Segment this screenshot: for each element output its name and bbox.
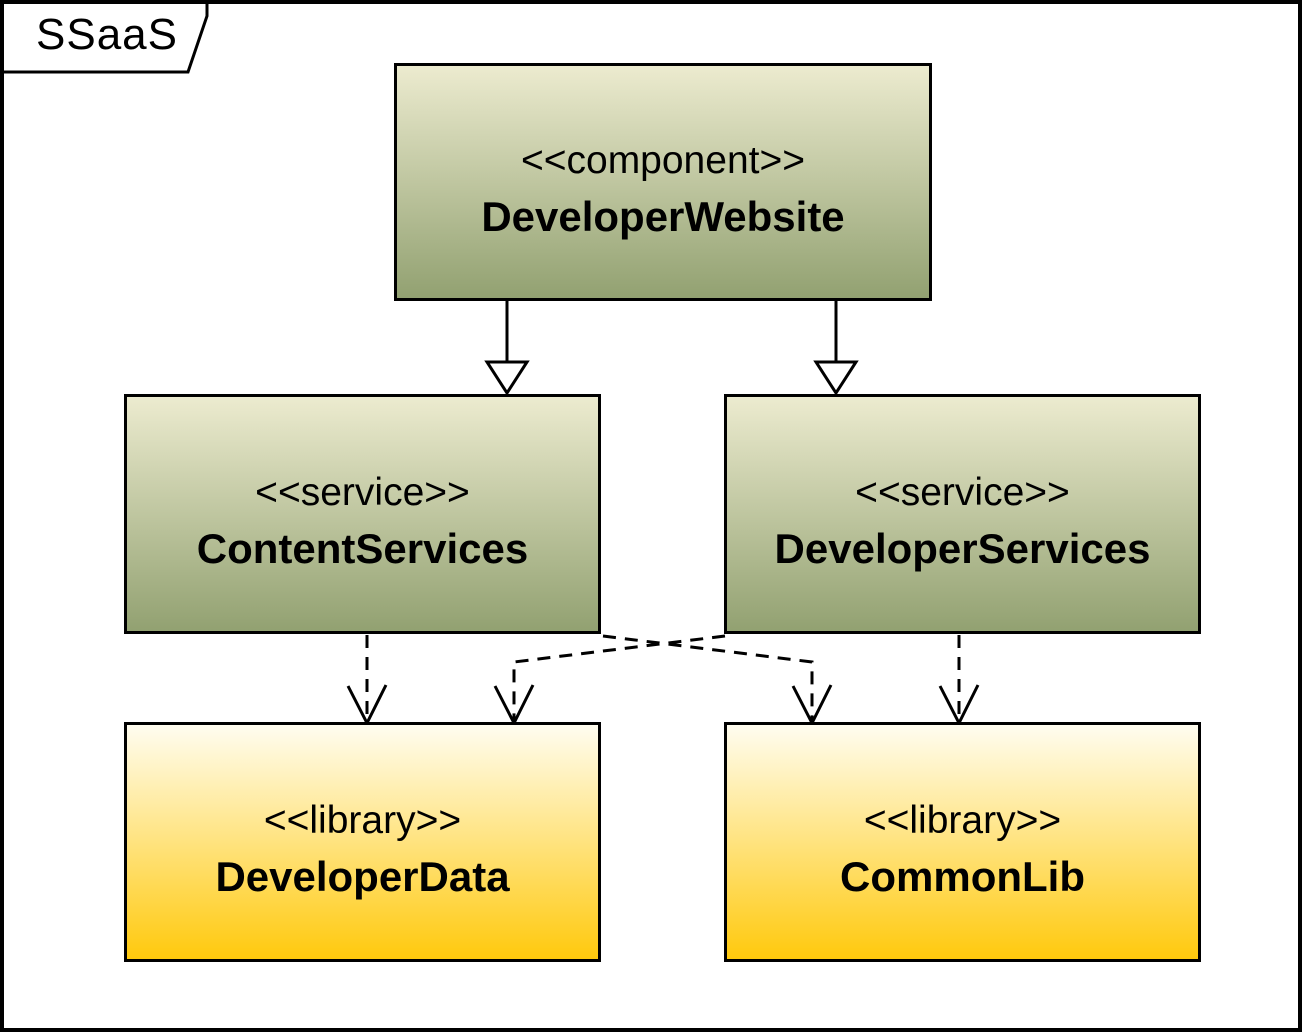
open-v-arrowhead <box>493 684 535 727</box>
node-name: DeveloperData <box>215 852 510 900</box>
node-stereotype: <<library>> <box>863 798 1062 842</box>
open-v-arrowhead <box>791 684 833 727</box>
node-stereotype: <<library>> <box>263 798 462 842</box>
edge-contentservices-commonlib <box>602 634 833 727</box>
edge-developerservices-developerdata <box>493 634 726 727</box>
node-developer-data: <<library>> DeveloperData <box>124 722 601 962</box>
open-v-arrowhead <box>938 684 980 727</box>
hollow-triangle-arrowhead <box>813 360 859 396</box>
node-name: DeveloperServices <box>774 524 1151 572</box>
edge-developerwebsite-developerservices <box>813 301 859 396</box>
edge-developerservices-commonlib <box>938 635 980 727</box>
node-developer-services: <<service>> DeveloperServices <box>724 394 1201 634</box>
node-name: ContentServices <box>196 524 529 572</box>
hollow-triangle-arrowhead <box>484 360 530 396</box>
edge-developerwebsite-contentservices <box>484 301 530 396</box>
node-developer-website: <<component>> DeveloperWebsite <box>394 63 932 301</box>
node-stereotype: <<service>> <box>255 470 470 514</box>
node-stereotype: <<component>> <box>520 138 806 182</box>
open-v-arrowhead <box>346 684 388 727</box>
node-name: CommonLib <box>840 852 1085 900</box>
frame-label: SSaaS <box>36 10 178 59</box>
node-common-lib: <<library>> CommonLib <box>724 722 1201 962</box>
edge-contentservices-developerdata <box>346 635 388 727</box>
node-name: DeveloperWebsite <box>481 192 845 240</box>
node-stereotype: <<service>> <box>855 470 1070 514</box>
node-content-services: <<service>> ContentServices <box>124 394 601 634</box>
